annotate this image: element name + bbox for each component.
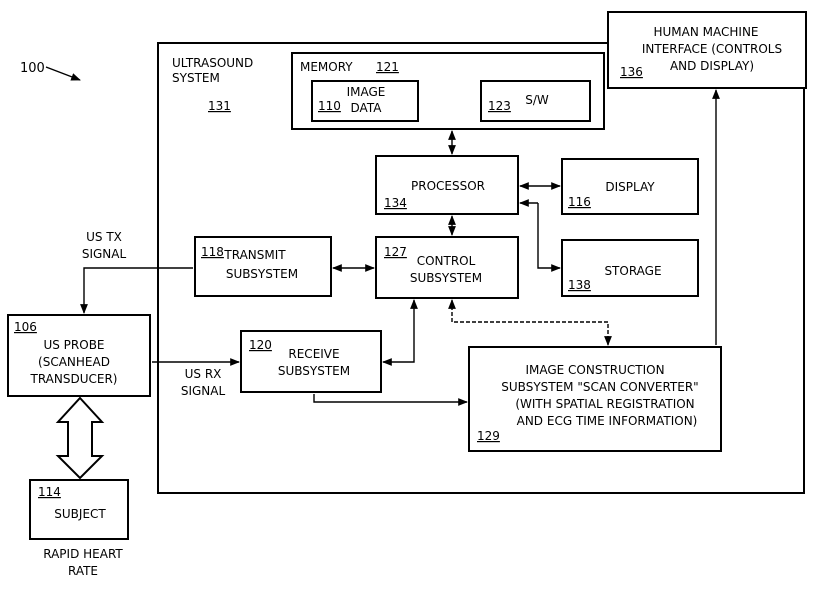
control-line2: SUBSYSTEM <box>410 271 482 285</box>
image-construction-line3: (WITH SPATIAL REGISTRATION <box>515 397 694 411</box>
ultrasound-system-title-line1: ULTRASOUND <box>172 56 253 70</box>
receive-line2: SUBSYSTEM <box>278 364 350 378</box>
image-data-line2: DATA <box>351 101 383 115</box>
image-construction-line4: AND ECG TIME INFORMATION) <box>517 414 698 428</box>
processor-label: PROCESSOR <box>411 179 485 193</box>
transmit-line2: SUBSYSTEM <box>226 267 298 281</box>
figure-ref-label: 100 <box>20 61 45 76</box>
display-number: 116 <box>568 195 591 209</box>
us-rx-signal-line2: SIGNAL <box>181 384 226 398</box>
image-construction-line2: SUBSYSTEM "SCAN CONVERTER" <box>501 380 698 394</box>
us-tx-signal-line2: SIGNAL <box>82 247 127 261</box>
sw-label: S/W <box>525 93 549 107</box>
ultrasound-system-title-line2: SYSTEM <box>172 71 220 85</box>
processor-number: 134 <box>384 196 407 210</box>
figure-ref-arrow <box>46 67 80 80</box>
image-construction-line1: IMAGE CONSTRUCTION <box>525 363 664 377</box>
us-tx-signal-line1: US TX <box>86 230 122 244</box>
rapid-heart-rate-line1: RAPID HEART <box>43 547 123 561</box>
sw-number: 123 <box>488 99 511 113</box>
ultrasound-system-number: 131 <box>208 99 231 113</box>
hmi-line1: HUMAN MACHINE <box>653 25 758 39</box>
us-rx-signal-line1: US RX <box>185 367 222 381</box>
image-construction-number: 129 <box>477 429 500 443</box>
hmi-number: 136 <box>620 65 643 79</box>
control-line1: CONTROL <box>417 254 476 268</box>
subject-label: SUBJECT <box>54 507 106 521</box>
probe-line3: TRANSDUCER) <box>30 372 118 386</box>
transmit-number: 118 <box>201 245 224 259</box>
hmi-line2: INTERFACE (CONTROLS <box>642 42 782 56</box>
probe-subject-double-arrow <box>58 398 102 478</box>
transmit-line1: TRANSMIT <box>223 248 286 262</box>
display-label: DISPLAY <box>605 180 655 194</box>
receive-number: 120 <box>249 338 272 352</box>
receive-line1: RECEIVE <box>288 347 339 361</box>
probe-line2: (SCANHEAD <box>38 355 110 369</box>
hmi-line3: AND DISPLAY) <box>670 59 754 73</box>
probe-number: 106 <box>14 320 37 334</box>
subject-number: 114 <box>38 485 61 499</box>
image-data-number: 110 <box>318 99 341 113</box>
storage-label: STORAGE <box>604 264 661 278</box>
memory-number: 121 <box>376 60 399 74</box>
control-number: 127 <box>384 245 407 259</box>
probe-line1: US PROBE <box>43 338 104 352</box>
image-data-line1: IMAGE <box>347 85 386 99</box>
storage-number: 138 <box>568 278 591 292</box>
rapid-heart-rate-line2: RATE <box>68 564 98 578</box>
memory-label: MEMORY <box>300 60 353 74</box>
